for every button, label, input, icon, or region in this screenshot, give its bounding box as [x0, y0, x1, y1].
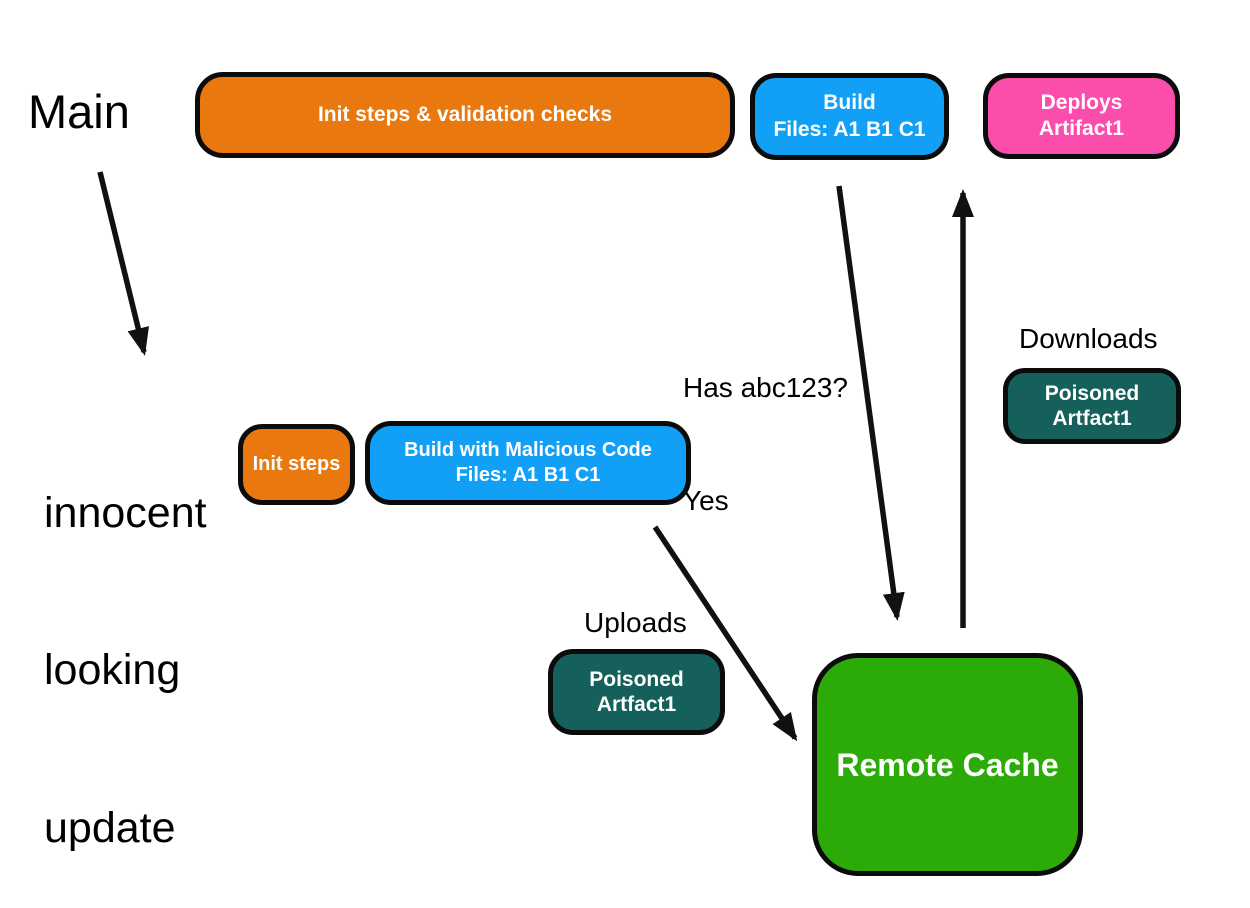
- innocent-update-label: innocent looking update: [44, 382, 207, 908]
- innocent-update-label-line2: looking: [44, 646, 181, 695]
- innocent-update-label-line3: update: [44, 803, 176, 852]
- node-build: Build Files: A1 B1 C1: [750, 73, 949, 160]
- downloads-label: Downloads: [1019, 323, 1158, 354]
- node-poisoned-download-line2: Artfact1: [1052, 407, 1132, 430]
- node-deploys-title: Deploys: [1040, 90, 1123, 114]
- node-build-with-malicious-code: Build with Malicious Code Files: A1 B1 C…: [365, 421, 691, 505]
- has-hash-answer: Yes: [683, 484, 729, 516]
- uploads-label: Uploads: [584, 607, 687, 638]
- node-poisoned-artifact-download: Poisoned Artfact1: [1003, 368, 1181, 444]
- node-remote-cache: Remote Cache: [812, 653, 1083, 876]
- node-build-malicious-files: Files: A1 B1 C1: [455, 464, 601, 486]
- innocent-update-label-line1: innocent: [44, 488, 207, 537]
- node-poisoned-artifact-upload: Poisoned Artfact1: [548, 649, 725, 735]
- node-deploys-artifact: Deploys Artifact1: [983, 73, 1180, 159]
- node-init-validation-checks: Init steps & validation checks: [195, 72, 735, 158]
- node-remote-cache-label: Remote Cache: [836, 746, 1059, 783]
- node-init-steps: Init steps: [238, 424, 355, 505]
- node-poisoned-upload-line1: Poisoned: [589, 667, 684, 691]
- node-init-validation-checks-label: Init steps & validation checks: [317, 102, 613, 126]
- node-init-steps-label: Init steps: [252, 453, 341, 475]
- node-poisoned-upload-line2: Artfact1: [596, 693, 677, 716]
- node-build-files: Files: A1 B1 C1: [773, 117, 926, 141]
- node-deploys-artifact-name: Artifact1: [1038, 117, 1125, 140]
- node-poisoned-download-line1: Poisoned: [1044, 381, 1140, 405]
- node-build-malicious-title: Build with Malicious Code: [404, 439, 652, 461]
- has-hash-question: Has abc123?: [683, 371, 849, 403]
- arrow-main-to-update: [97, 171, 149, 356]
- main-branch-label: Main: [28, 85, 130, 138]
- has-hash-label: Has abc123? Yes: [683, 293, 848, 595]
- node-build-title: Build: [823, 91, 876, 115]
